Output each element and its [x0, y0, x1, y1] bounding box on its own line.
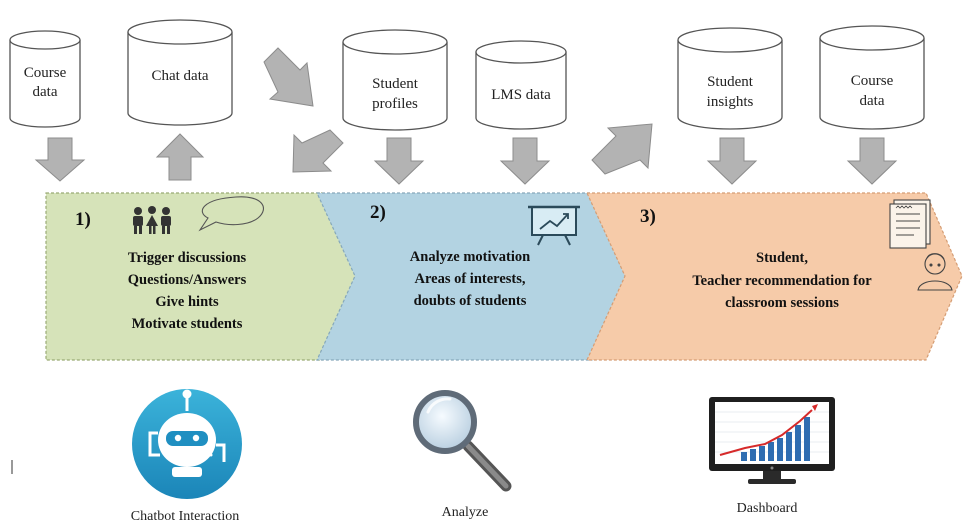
stage-1-line-1: Trigger discussions — [128, 250, 247, 266]
stage-3-line-1: Student, — [756, 250, 808, 266]
database-lms-data: LMS data — [475, 40, 567, 130]
chatbot-caption: Chatbot Interaction — [131, 509, 239, 524]
people-icon — [133, 206, 171, 234]
robot-icon — [132, 389, 242, 499]
database-student-insights: Student insights — [677, 27, 783, 130]
person-avatar-icon — [917, 253, 953, 291]
database-3-line-1: Student — [372, 76, 419, 92]
database-6-line-1: Course — [851, 73, 894, 89]
stage-3-number: 3) — [640, 206, 656, 227]
magnifier-icon — [413, 390, 512, 492]
stage-2-line-1: Analyze motivation — [410, 249, 530, 265]
up-arrow-chat-data — [155, 133, 205, 181]
stage-1-number: 1) — [75, 209, 91, 230]
database-6-line-2: data — [860, 93, 885, 109]
stage-2-number: 2) — [370, 202, 386, 223]
dashboard-caption: Dashboard — [737, 501, 798, 516]
database-5-line-2: insights — [707, 94, 754, 110]
diagonal-arrow-up-right — [591, 123, 653, 175]
diagonal-arrow-down-left — [292, 129, 344, 173]
database-3-line-2: profiles — [372, 96, 418, 112]
down-arrow-course-data — [34, 137, 86, 182]
stage-1-line-2: Questions/Answers — [128, 272, 247, 288]
down-arrow-student-profiles — [373, 137, 425, 185]
stage-1-line-3: Give hints — [155, 294, 219, 310]
stage-3-line-2: Teacher recommendation for — [692, 273, 872, 289]
database-student-profiles: Student profiles — [342, 29, 448, 131]
speech-bubble-icon — [198, 196, 264, 232]
monitor-chart-icon — [709, 397, 835, 484]
stage-3-chevron — [586, 192, 963, 361]
down-arrow-student-insights — [706, 137, 758, 185]
database-chat-data: Chat data — [127, 19, 233, 126]
database-5-line-1: Student — [707, 74, 754, 90]
stage-2-line-2: Areas of interests, — [414, 271, 525, 287]
stage-2-line-3: doubts of students — [414, 293, 527, 309]
database-course-data-2: Course data — [819, 25, 925, 130]
down-arrow-course-data-2 — [846, 137, 898, 185]
database-course-data-1: Course data — [9, 30, 81, 128]
stage-1-line-4: Motivate students — [132, 316, 243, 332]
presentation-board-icon — [528, 205, 580, 246]
stage-3-line-3: classroom sessions — [725, 295, 839, 311]
diagonal-arrow-down-right — [263, 47, 314, 107]
database-1-line-2: data — [33, 84, 58, 100]
notepad-icon — [889, 199, 931, 249]
down-arrow-lms-data — [499, 137, 551, 185]
database-1-line-1: Course — [24, 65, 67, 81]
analyze-caption: Analyze — [442, 505, 489, 520]
database-2-line-1: Chat data — [151, 68, 208, 84]
database-4-line-1: LMS data — [491, 87, 551, 103]
